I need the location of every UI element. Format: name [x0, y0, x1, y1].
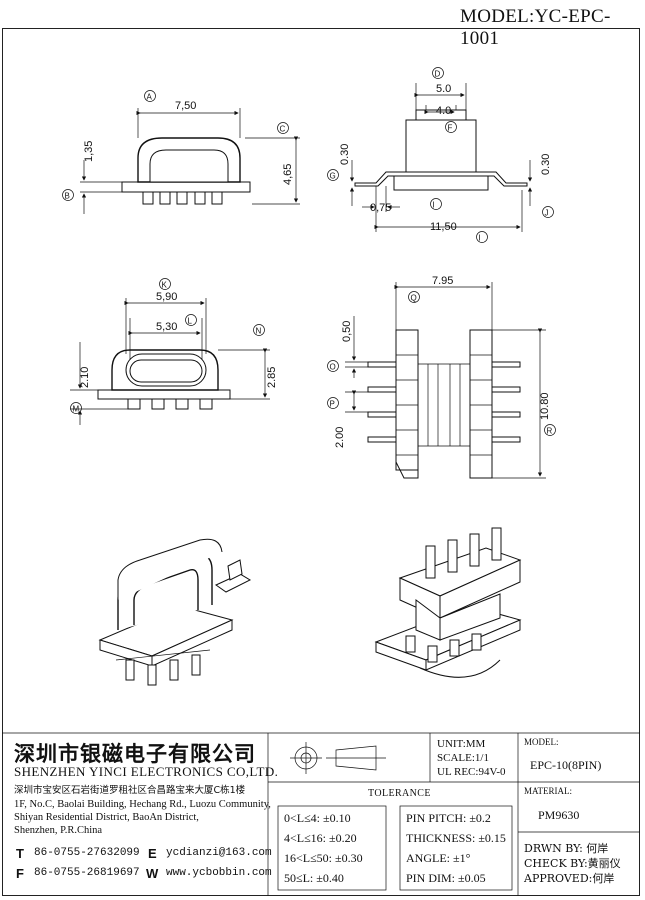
bubble-m: M — [73, 405, 80, 414]
view-mid-left: 5,90 K 5,30 L 2.10 M 2.85 N — [70, 278, 278, 425]
bubble-d: D — [435, 70, 441, 79]
tolerance-right-4: PIN DIM: ±0.05 — [406, 871, 486, 885]
web-label: W — [146, 866, 159, 881]
model-title: MODEL:YC-EPC-1001 — [460, 6, 611, 49]
bubble-j: J — [545, 209, 549, 218]
model-label: MODEL: — [524, 737, 559, 747]
dim-7-50: 7,50 — [175, 100, 196, 112]
dim-4-65: 4,65 — [282, 164, 294, 185]
dim-5-30: 5,30 — [156, 321, 177, 333]
model-value: EPC-10(8PIN) — [530, 758, 602, 772]
tolerance-left-3: 16<L≤50: ±0.30 — [284, 851, 363, 865]
company-address-en-1: 1F, No.C, Baolai Building, Hechang Rd., … — [14, 799, 271, 810]
drawn-by: DRWN BY: 何岸 — [524, 842, 609, 855]
bubble-k: K — [162, 281, 168, 290]
bubble-a: A — [147, 93, 153, 102]
dim-0-75: 0,75 — [370, 202, 391, 214]
tolerance-right-2: THICKNESS: ±0.15 — [406, 831, 506, 845]
view-top-right: 5.0 D 4.0 F 0.30 G 0.30 J 0,75 I 11,50 I — [327, 67, 554, 243]
dim-2-10: 2.10 — [79, 367, 91, 388]
approved-by: APPROVED:何岸 — [524, 872, 615, 885]
dim-11-50: 11,50 — [430, 221, 457, 233]
ul-spec: UL REC:94V-0 — [437, 766, 506, 778]
fax-number: 86-0755-26819697 — [34, 867, 140, 879]
bubble-h: I — [433, 201, 435, 210]
dim-10-80: 10.80 — [539, 392, 551, 420]
bubble-l: L — [188, 317, 193, 326]
material-value: PM9630 — [538, 808, 580, 822]
iso-view-right — [374, 527, 522, 678]
tel-number: 86-0755-27632099 — [34, 847, 140, 859]
company-name-en: SHENZHEN YINCI ELECTRONICS CO,LTD. — [14, 764, 279, 779]
tolerance-left-4: 50≤L: ±0.40 — [284, 871, 344, 885]
bubble-i: I — [479, 234, 481, 243]
email-label: E — [148, 846, 157, 861]
dim-2-00: 2.00 — [334, 427, 346, 448]
unit-spec: UNIT:MM — [437, 738, 486, 750]
projection-symbol-icon — [290, 742, 386, 774]
dim-5-90: 5,90 — [156, 291, 177, 303]
tolerance-heading: TOLERANCE — [368, 788, 431, 799]
bubble-b: B — [65, 192, 70, 201]
dim-0-50: 0,50 — [341, 321, 353, 342]
bubble-o: O — [330, 363, 336, 372]
check-by: CHECK BY:黄丽仪 — [524, 857, 621, 870]
dim-0-30-left: 0.30 — [339, 144, 351, 165]
bubble-g: G — [330, 172, 336, 181]
bubble-p: P — [330, 400, 335, 409]
bubble-c: C — [280, 125, 286, 134]
dim-2-85: 2.85 — [266, 367, 278, 388]
dim-7-95: 7.95 — [432, 275, 453, 287]
dim-0-30-right: 0.30 — [540, 154, 552, 175]
dim-1-35: 1,35 — [83, 141, 95, 162]
bubble-n: N — [256, 327, 262, 336]
tolerance-left-2: 4<L≤16: ±0.20 — [284, 831, 357, 845]
bubble-q: Q — [411, 294, 417, 303]
bubble-f: F — [448, 124, 453, 133]
dim-5-0: 5.0 — [436, 83, 451, 95]
fax-label: F — [16, 866, 24, 881]
dim-4-0: 4.0 — [436, 105, 451, 117]
company-address-cn: 深圳市宝安区石岩街道罗租社区合昌路宝来大厦C栋1楼 — [14, 785, 246, 796]
title-block-grid — [2, 732, 640, 896]
tolerance-right-1: PIN PITCH: ±0.2 — [406, 811, 491, 825]
scale-spec: SCALE:1/1 — [437, 752, 489, 764]
web-address[interactable]: www.ycbobbin.com — [166, 867, 272, 879]
bubble-r: R — [547, 427, 553, 436]
material-label: MATERIAL: — [524, 786, 572, 796]
tel-label: T — [16, 846, 24, 861]
company-name-cn: 深圳市银磁电子有限公司 — [14, 742, 256, 766]
view-mid-right: 7.95 Q 0,50 O 2.00 P 10.80 R — [327, 275, 556, 479]
iso-view-left — [98, 538, 252, 686]
view-top-left: 7,50 A 4,65 C 1,35 B — [62, 90, 300, 214]
tolerance-right-3: ANGLE: ±1° — [406, 851, 471, 865]
drawing-frame — [2, 28, 640, 896]
company-address-en-3: Shenzhen, P.R.China — [14, 825, 103, 836]
company-address-en-2: Shiyan Residential District, BaoAn Distr… — [14, 812, 199, 823]
tolerance-left-1: 0<L≤4: ±0.10 — [284, 811, 351, 825]
email-address[interactable]: ycdianzi@163.com — [166, 847, 272, 859]
